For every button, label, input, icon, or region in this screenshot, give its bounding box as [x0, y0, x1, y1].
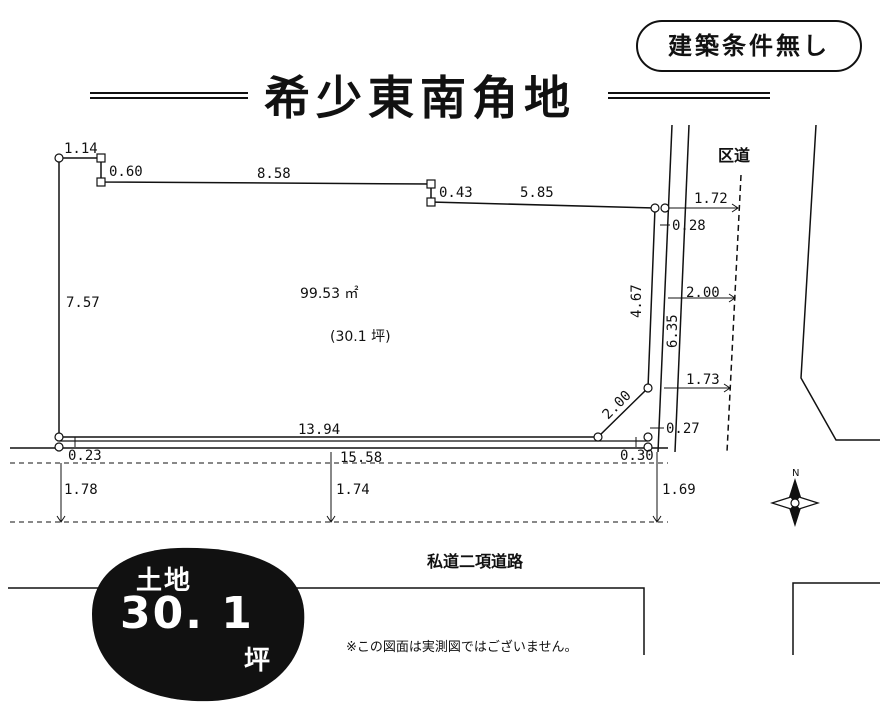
- lot-boundary: [58, 157, 656, 438]
- area-sqm: 99.53 ㎡: [300, 286, 359, 302]
- land-tsubo-unit: 坪: [244, 646, 271, 676]
- dimension-labels: 1.14 0.60 8.58 0.43 5.85 1.72 0.28 7.57 …: [64, 141, 728, 498]
- dim-1-74: 1.74: [336, 482, 370, 498]
- land-area-blob: [92, 547, 305, 702]
- land-label: 土地: [135, 566, 192, 596]
- compass-north-label: N: [792, 468, 800, 479]
- dim-0-43: 0.43: [439, 185, 473, 201]
- condition-badge: 建築条件無し: [636, 20, 862, 72]
- dim-0-28: 0.28: [672, 218, 706, 234]
- dim-7-57: 7.57: [66, 295, 100, 311]
- dim-0-60: 0.60: [109, 164, 143, 180]
- area-tsubo: (30.1 坪): [330, 329, 391, 345]
- dim-1-73: 1.73: [686, 372, 720, 388]
- dimension-lines: [56, 203, 739, 523]
- dim-13-94: 13.94: [298, 422, 340, 438]
- dim-2-00-east: 2.00: [686, 285, 720, 301]
- dim-6-35: 6.35: [665, 314, 681, 348]
- dim-15-58: 15.58: [340, 450, 382, 466]
- title-rules: [90, 92, 770, 99]
- page-title: 希少東南角地: [264, 71, 576, 125]
- ward-road-lines: [657, 124, 880, 655]
- dim-8-58: 8.58: [257, 166, 291, 182]
- dim-4-67: 4.67: [629, 284, 645, 318]
- land-tsubo-value: 30. 1: [120, 588, 254, 639]
- dim-1-69: 1.69: [662, 482, 696, 498]
- dim-1-72: 1.72: [694, 191, 728, 207]
- private-road-label: 私道二項道路: [426, 552, 523, 571]
- disclaimer-note: ※この図面は実測図ではございません。: [346, 640, 578, 655]
- dim-1-78: 1.78: [64, 482, 98, 498]
- dim-5-85: 5.85: [520, 185, 554, 201]
- dim-0-30: 0.30: [620, 448, 654, 464]
- compass-rose-icon: [770, 478, 820, 527]
- boundary-markers: [54, 153, 670, 452]
- dim-0-27: 0.27: [666, 421, 700, 437]
- dim-1-14: 1.14: [64, 141, 98, 157]
- ward-road-label: 区道: [718, 146, 751, 165]
- dim-0-23: 0.23: [68, 448, 102, 464]
